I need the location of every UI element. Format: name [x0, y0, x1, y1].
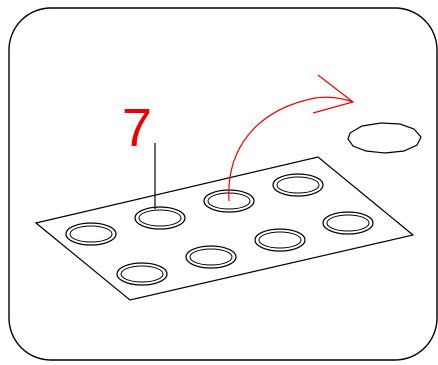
tray-well — [272, 173, 324, 197]
step-number: 7 — [122, 98, 152, 158]
removal-arrow — [228, 74, 355, 202]
tray-well — [134, 206, 186, 230]
tray-well — [116, 262, 168, 286]
tray-well — [322, 211, 374, 235]
tray-well — [185, 245, 237, 269]
wells-front-row — [116, 211, 374, 286]
diagram-frame — [8, 7, 438, 361]
removed-item — [347, 122, 422, 154]
tray-well — [65, 222, 117, 246]
tray-outline — [34, 156, 415, 301]
tray-well — [254, 228, 306, 252]
wells-back-row — [65, 173, 324, 246]
arrowhead — [312, 74, 355, 114]
